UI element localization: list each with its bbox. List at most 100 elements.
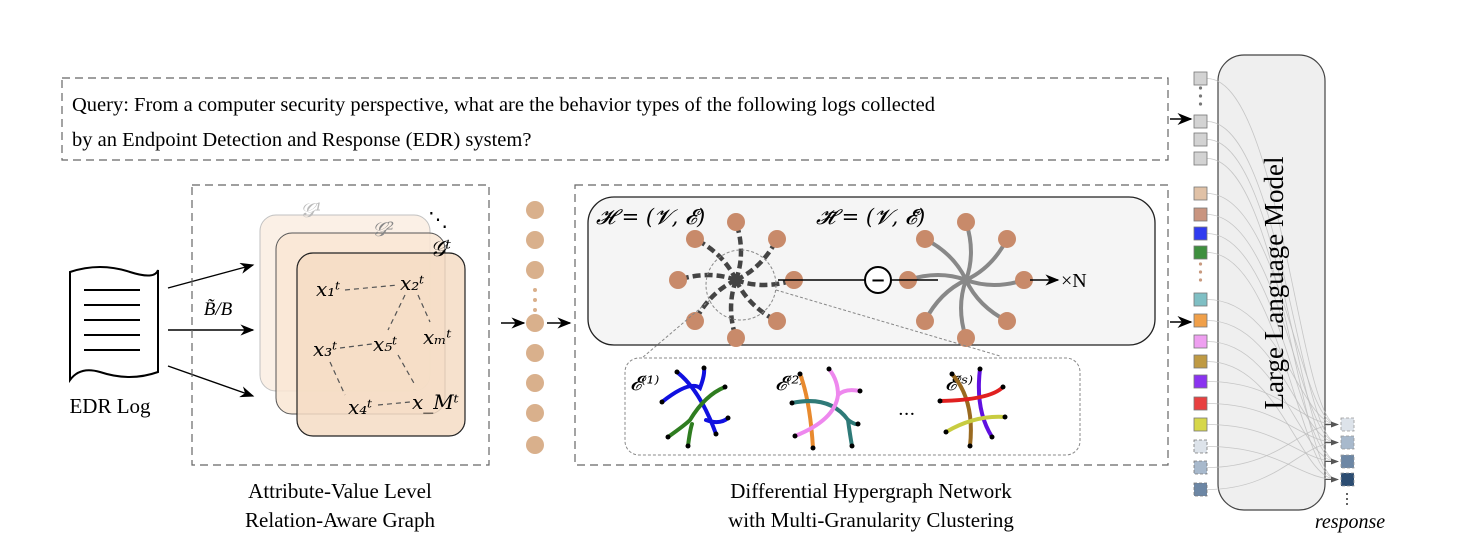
input-token [1193,186,1208,201]
graph-label-t: 𝒢ᵗ [430,237,452,262]
hypergraph-node [998,312,1017,331]
input-token [1193,460,1208,475]
hypergraph-node [1015,271,1033,289]
hypergraph-node [768,312,787,331]
llm-box [1217,54,1326,511]
hypergraph-label: 𝓗 = (𝓥, 𝓔) [596,205,705,229]
attention-link [1206,252,1338,480]
graph-ellipsis: ⋱ [428,207,448,231]
hypergraph-node [727,329,745,347]
node-embedding [526,231,544,249]
graph-node: x₅ᵗ [373,332,397,356]
response-token [1340,417,1355,432]
query-text-line2: by an Endpoint Detection and Response (E… [72,129,531,151]
hypergraph-caption-line1: Differential Hypergraph Network [730,479,1012,503]
attention-link [1206,193,1338,425]
input-token [1193,245,1208,260]
input-token [1193,396,1208,411]
attention-link [1206,299,1338,425]
attention-link [1206,424,1338,468]
input-token [1193,71,1208,86]
ellipsis-dot [1346,493,1348,495]
graph-label-1: 𝒢¹ [300,198,322,222]
query-text-line1: Query: From a computer security perspect… [72,94,935,116]
ellipsis-dot [1198,262,1203,266]
complement-hypergraph [899,213,1033,347]
cluster-ellipsis: ··· [898,404,915,425]
difference-operator-icon [864,266,892,294]
ellipsis-dot [1198,278,1203,282]
response-token [1340,435,1355,450]
cluster-2 [790,367,862,450]
attention-link [1206,446,1338,480]
input-token [1193,292,1208,307]
edr-log-label: EDR Log [69,394,151,418]
graph-caption-line2: Relation-Aware Graph [245,508,435,532]
node-embedding [526,201,544,219]
hypergraph-node [957,329,975,347]
hypergraph-node [915,229,934,248]
graph-card-t [296,252,466,437]
arrow-to-graph-3 [167,365,255,398]
ellipsis-dot [1346,503,1348,505]
response-token-column [1325,417,1355,505]
input-token [1193,151,1208,166]
node-embedding [526,261,544,279]
input-token [1193,114,1208,129]
graph-node: x₂ᵗ [400,271,424,295]
input-token-column [1193,71,1208,497]
input-token [1193,354,1208,369]
repeat-label: ×N [1061,270,1087,292]
node-embedding [526,404,544,422]
attention-link [1206,361,1338,480]
edr-log: EDR Log [69,266,159,418]
graph-label-2: 𝒢² [372,217,394,241]
cluster-s [938,367,1007,448]
node-embedding [526,314,544,332]
ellipsis-dot [1198,270,1203,274]
input-token [1193,207,1208,222]
attention-link [1206,341,1338,462]
input-token [1193,313,1208,328]
document-icon [69,266,159,384]
attention-link [1206,381,1338,425]
hypergraph-node [669,271,687,289]
graph-caption-line1: Attribute-Value Level [248,479,432,503]
input-token [1193,132,1208,147]
attention-link [1206,403,1338,443]
ellipsis-dot [533,308,537,312]
query-box: Query: From a computer security perspect… [61,77,1169,161]
hypergraph-node [685,229,704,248]
input-token [1193,482,1208,497]
response-token [1340,472,1355,487]
hypergraph-node [727,213,745,231]
ellipsis-dot [1346,498,1348,500]
attention-link [1206,233,1338,462]
hypergraph-node [685,312,704,331]
graph-node: xₘᵗ [423,325,452,349]
hypergraph-caption-line2: with Multi-Granularity Clustering [728,508,1014,532]
graph-node: x₄ᵗ [348,395,372,419]
response-label: response [1315,511,1385,533]
ellipsis-dot [1198,102,1203,106]
hypergraph-panel: 𝓗 = (𝓥, 𝓔) 𝓗̄ = (𝓥, 𝓔̄) − ×N 𝓔⁽¹⁾ 𝓔⁽²⁾ 𝓔… [574,184,1169,532]
llm: Large Language Model response [1193,54,1385,533]
attention-link [1206,442,1338,490]
ellipsis-dot [1198,86,1203,90]
attention-link [1206,158,1338,480]
hypergraph-node [915,312,934,331]
graph-node: x_Mᵗ [412,390,459,414]
hypergraph-node [768,229,787,248]
attention-link [1206,320,1338,443]
node-embedding [526,436,544,454]
response-token [1340,454,1355,469]
graph-panel: 𝒢¹ 𝒢² 𝒢ᵗ ⋱ x₁ᵗ x₂ᵗ x₃ᵗ x₅ᵗ xₘᵗ x₄ᵗ x_Mᵗ … [191,184,490,532]
graph-node: x₁ᵗ [316,277,340,301]
ellipsis-dot [533,288,537,292]
partition-label: B̃/B [204,299,233,320]
cluster-label-1: 𝓔⁽¹⁾ [630,371,659,395]
graph-node: x₃ᵗ [313,337,337,361]
ellipsis-dot [1198,94,1203,98]
input-token [1193,439,1208,454]
